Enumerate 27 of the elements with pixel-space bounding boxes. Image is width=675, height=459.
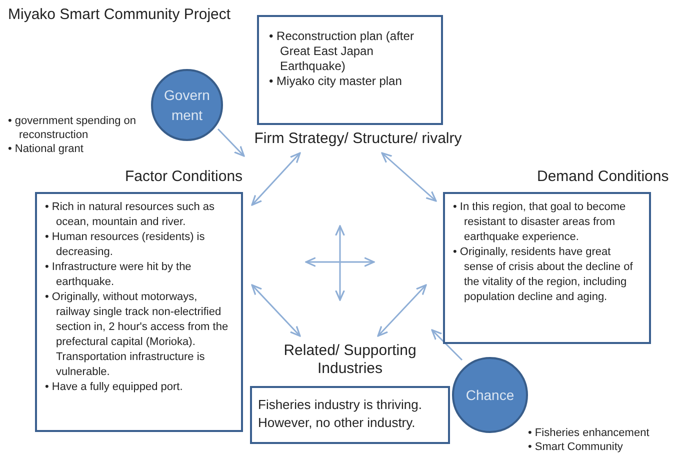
arrow: [431, 329, 463, 361]
bullet-item: • Miyako city master plan: [269, 74, 403, 89]
bullet-item: • Human resources (residents) is decreasing.: [45, 230, 206, 260]
arrow: [381, 152, 437, 202]
body-text: Fisheries industry is thriving. However, no other industry.: [258, 396, 423, 432]
bullet-item: • Infrastructure were hit by the earthquake.: [45, 260, 192, 290]
arrow: [377, 284, 427, 337]
bullet-item: • government spending on reconstruction: [8, 114, 137, 142]
heading: Related/ Supporting Industries: [282, 342, 418, 378]
bullet-item: • Rich in natural resources such as ocean, mountain and river.: [45, 200, 216, 230]
arrow: [217, 128, 245, 157]
bullet-item: • Originally, without motorways, railway single track non-electrified section in, 2 hour's access from the prefectural capital (Morioka). Transportation infrastructure is vulnerable.: [45, 290, 230, 380]
bullet-item: • Have a fully equipped port.: [45, 380, 184, 395]
bullet-item: • Originally, residents have great sense of crisis about the decline of the vitality of the region, including population decline and aging.: [453, 245, 634, 305]
bullet-item: • Reconstruction plan (after Great East Japan Earthquake): [269, 29, 415, 74]
heading: Demand Conditions: [537, 168, 669, 186]
circle-node: Chance: [452, 357, 528, 433]
bullet-item: • Smart Community: [528, 440, 624, 454]
heading: Firm Strategy/ Structure/ rivalry: [253, 130, 463, 148]
title: Miyako Smart Community Project: [8, 6, 231, 23]
arrow: [251, 152, 301, 206]
circle-node: Govern ment: [151, 69, 223, 141]
bullet-item: • Fisheries enhancement: [528, 426, 650, 440]
bullet-item: • National grant: [8, 142, 84, 156]
bullet-item: • In this region, that goal to become resistant to disaster areas from earthquake experience.: [453, 200, 627, 245]
heading: Factor Conditions: [125, 168, 243, 186]
arrow: [251, 284, 301, 337]
